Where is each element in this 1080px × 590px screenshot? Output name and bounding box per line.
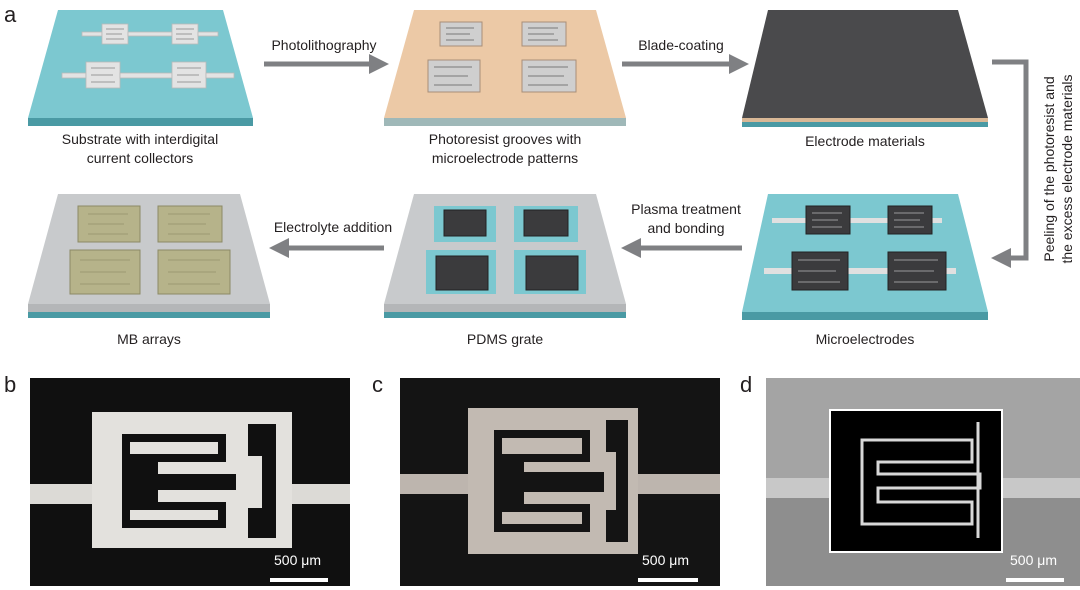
- scale-bar-b: [270, 578, 328, 582]
- panel-label-b: b: [4, 372, 17, 397]
- caption-photoresist: Photoresist grooves with microelectrode …: [405, 130, 605, 168]
- panel-label-c: c: [372, 372, 383, 397]
- caption-substrate-line2: current collectors: [86, 150, 194, 166]
- scale-label-c: 500 μm: [642, 552, 689, 568]
- micrograph-c: 500 μm: [400, 378, 720, 586]
- plate-electrode-materials: [742, 10, 988, 127]
- scale-label-d: 500 μm: [1010, 552, 1057, 568]
- plate-mb-arrays: [28, 194, 270, 318]
- process-arrows: [264, 54, 1029, 268]
- panel-label-d: d: [740, 372, 753, 397]
- caption-photoresist-line2: microelectrode patterns: [431, 150, 579, 166]
- step-peeling-line1: Peeling of the photoresist and: [1041, 76, 1057, 262]
- caption-substrate: Substrate with interdigital current coll…: [40, 130, 240, 168]
- plate-photoresist: [384, 10, 626, 126]
- step-electrolyte: Electrolyte addition: [273, 219, 393, 235]
- panel-label-a: a: [4, 2, 17, 27]
- micrograph-d: 500 μm: [766, 378, 1080, 586]
- caption-mb: MB arrays: [117, 331, 181, 347]
- plate-substrate: [28, 10, 253, 126]
- micrograph-c-drawing: [400, 408, 720, 554]
- step-peeling: Peeling of the photoresist and the exces…: [1040, 34, 1078, 304]
- micrograph-d-drawing: [766, 378, 1080, 586]
- plate-microelectrodes: [742, 194, 988, 320]
- micrograph-b: 500 μm: [30, 378, 350, 586]
- scale-bar-c: [638, 578, 698, 582]
- plate-pdms-grate: [384, 194, 626, 318]
- caption-pdms: PDMS grate: [466, 331, 544, 347]
- caption-substrate-line1: Substrate with interdigital: [61, 131, 219, 147]
- step-peeling-line2: the excess electrode materials: [1059, 74, 1075, 264]
- step-plasma-line2: and bonding: [647, 220, 725, 236]
- scale-label-b: 500 μm: [274, 552, 321, 568]
- step-blade-coating: Blade-coating: [638, 37, 724, 53]
- arrow-peeling: [991, 59, 1029, 268]
- step-photolithography: Photolithography: [271, 37, 377, 53]
- caption-microelectrodes: Microelectrodes: [815, 331, 915, 347]
- step-plasma-line1: Plasma treatment: [631, 201, 741, 217]
- scale-bar-d: [1006, 578, 1064, 582]
- step-plasma: Plasma treatment and bonding: [626, 200, 746, 238]
- caption-photoresist-line1: Photoresist grooves with: [428, 131, 582, 147]
- caption-electrode: Electrode materials: [805, 133, 925, 149]
- micrograph-b-drawing: [30, 412, 350, 548]
